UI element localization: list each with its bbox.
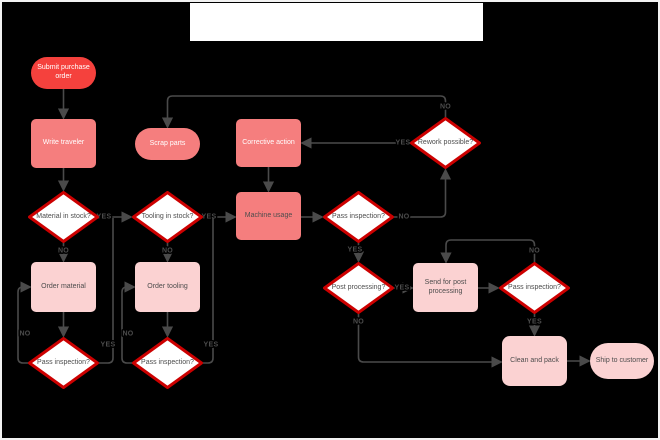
edge-label-material-in-stock-yes: YES (97, 214, 112, 221)
edge-label-post-processing-yes: YES (395, 285, 410, 292)
ship-to-customer[interactable]: Ship to customer (590, 343, 654, 379)
decision-diamond (323, 191, 394, 243)
pass-inspection-1-label: Pass inspection? (37, 358, 90, 366)
edge-label-pass-inspection-4-no: NO (529, 248, 540, 255)
pass-inspection-4[interactable]: Pass inspection? (499, 262, 570, 314)
rework-possible[interactable]: Rework possible? (410, 117, 481, 169)
edge-pass-inspection-1-to-tooling-in-stock (99, 218, 114, 364)
clean-and-pack-label: Clean and pack (510, 356, 559, 364)
edge-label-pass-inspection-2-no: NO (122, 331, 133, 338)
order-tooling[interactable]: Order tooling (135, 262, 200, 312)
post-processing[interactable]: Post processing? (323, 262, 394, 314)
edge-label-pass-inspection-3-yes: YES (348, 247, 363, 254)
edge-label-pass-inspection-2-yes: YES (204, 342, 219, 349)
material-in-stock-label: Material in stock? (36, 212, 91, 220)
edge-pass-inspection-2-to-order-tooling (121, 281, 136, 364)
edge-post-processing-to-clean-and-pack (357, 314, 503, 368)
machine-usage-label: Machine usage (244, 211, 293, 219)
edge-label-material-in-stock-no: NO (58, 248, 69, 255)
edge-label-rework-possible-no: NO (440, 104, 451, 111)
edge-pass-inspection-4-to-send-for-post-processing (440, 239, 536, 264)
machine-usage[interactable]: Machine usage (236, 192, 301, 240)
decision-diamond (410, 117, 481, 169)
write-traveler-label: Write traveler (42, 139, 85, 147)
material-in-stock[interactable]: Material in stock? (28, 191, 99, 243)
corrective-action[interactable]: Corrective action (236, 119, 301, 167)
edge-label-tooling-in-stock-yes: YES (202, 214, 217, 221)
order-material-label: Order material (41, 282, 86, 290)
tooling-in-stock[interactable]: Tooling in stock? (132, 191, 203, 243)
edge-label-post-processing-no: NO (353, 319, 364, 326)
order-tooling-label: Order tooling (147, 282, 188, 290)
ship-to-customer-label: Ship to customer (595, 356, 649, 364)
corrective-action-label: Corrective action (242, 138, 295, 146)
pass-inspection-2[interactable]: Pass inspection? (132, 337, 203, 389)
decision-diamond (132, 191, 203, 243)
post-processing-label: Post processing? (331, 283, 386, 291)
clean-and-pack[interactable]: Clean and pack (502, 336, 567, 386)
decision-diamond (499, 262, 570, 314)
pass-inspection-1[interactable]: Pass inspection? (28, 337, 99, 389)
edge-label-pass-inspection-3-no: NO (398, 214, 409, 221)
tooling-in-stock-label: Tooling in stock? (141, 212, 194, 220)
edge-label-rework-possible-yes: YES (396, 140, 411, 147)
write-traveler[interactable]: Write traveler (31, 119, 96, 168)
scrap-parts-label: Scrap parts (149, 139, 186, 147)
edge-label-pass-inspection-1-no: NO (19, 331, 30, 338)
decision-diamond (323, 262, 394, 314)
edge-label-tooling-in-stock-no: NO (162, 248, 173, 255)
send-for-post-processing-label: Send for post processing (424, 278, 467, 295)
pass-inspection-2-label: Pass inspection? (141, 358, 194, 366)
decision-diamond (28, 191, 99, 243)
edge-label-pass-inspection-1-yes: YES (101, 342, 116, 349)
submit-purchase-order-label: Submit purchase order (37, 64, 90, 80)
title-box (190, 3, 483, 41)
pass-inspection-3-label: Pass inspection? (332, 212, 385, 220)
rework-possible-label: Rework possible? (417, 138, 474, 146)
pass-inspection-3[interactable]: Pass inspection? (323, 191, 394, 243)
order-material[interactable]: Order material (31, 262, 96, 312)
decision-diamond (28, 337, 99, 389)
edge-pass-inspection-1-to-order-material (17, 281, 32, 364)
scrap-parts[interactable]: Scrap parts (135, 128, 200, 160)
pass-inspection-4-label: Pass inspection? (508, 283, 561, 291)
submit-purchase-order[interactable]: Submit purchase order (31, 57, 96, 89)
edge-pass-inspection-2-to-machine-usage (203, 218, 214, 364)
edge-label-pass-inspection-4-yes: YES (527, 319, 542, 326)
edge-pass-inspection-3-to-rework-possible (394, 168, 452, 218)
edge-rework-possible-to-scrap-parts (161, 95, 447, 129)
decision-diamond (132, 337, 203, 389)
send-for-post-processing[interactable]: Send for post processing (413, 263, 478, 312)
